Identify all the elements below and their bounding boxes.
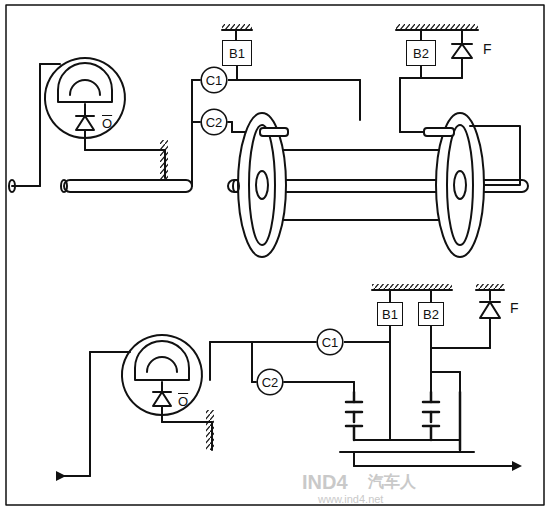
brake-box: B2 <box>418 302 444 326</box>
watermark-url: www.ind4.net <box>318 494 383 505</box>
clutch-circle: C1 <box>316 328 344 356</box>
brake-box: B1 <box>377 302 403 326</box>
part-label: C2 <box>206 116 223 129</box>
one-way-clutch-label: O <box>178 395 188 408</box>
clutch-circle: C1 <box>200 66 228 94</box>
watermark-text: 汽车人 <box>368 474 416 490</box>
part-label: B2 <box>423 308 439 321</box>
brake-box: B2 <box>406 40 436 66</box>
part-label: C1 <box>322 336 339 349</box>
part-label: C1 <box>206 74 223 87</box>
one-way-clutch-label: F <box>510 301 519 315</box>
part-label: B1 <box>229 47 245 60</box>
part-label: B2 <box>413 47 429 60</box>
brake-box: B1 <box>222 40 252 66</box>
clutch-circle: C2 <box>200 108 228 136</box>
part-label: B1 <box>382 308 398 321</box>
connector-line <box>228 66 237 80</box>
part-label: C2 <box>262 376 279 389</box>
one-way-clutch-label: O <box>102 117 112 130</box>
watermark-logo: IND4 <box>302 472 348 492</box>
clutch-circle: C2 <box>256 368 284 396</box>
connector-line <box>344 326 390 342</box>
one-way-clutch-label: F <box>483 42 492 56</box>
